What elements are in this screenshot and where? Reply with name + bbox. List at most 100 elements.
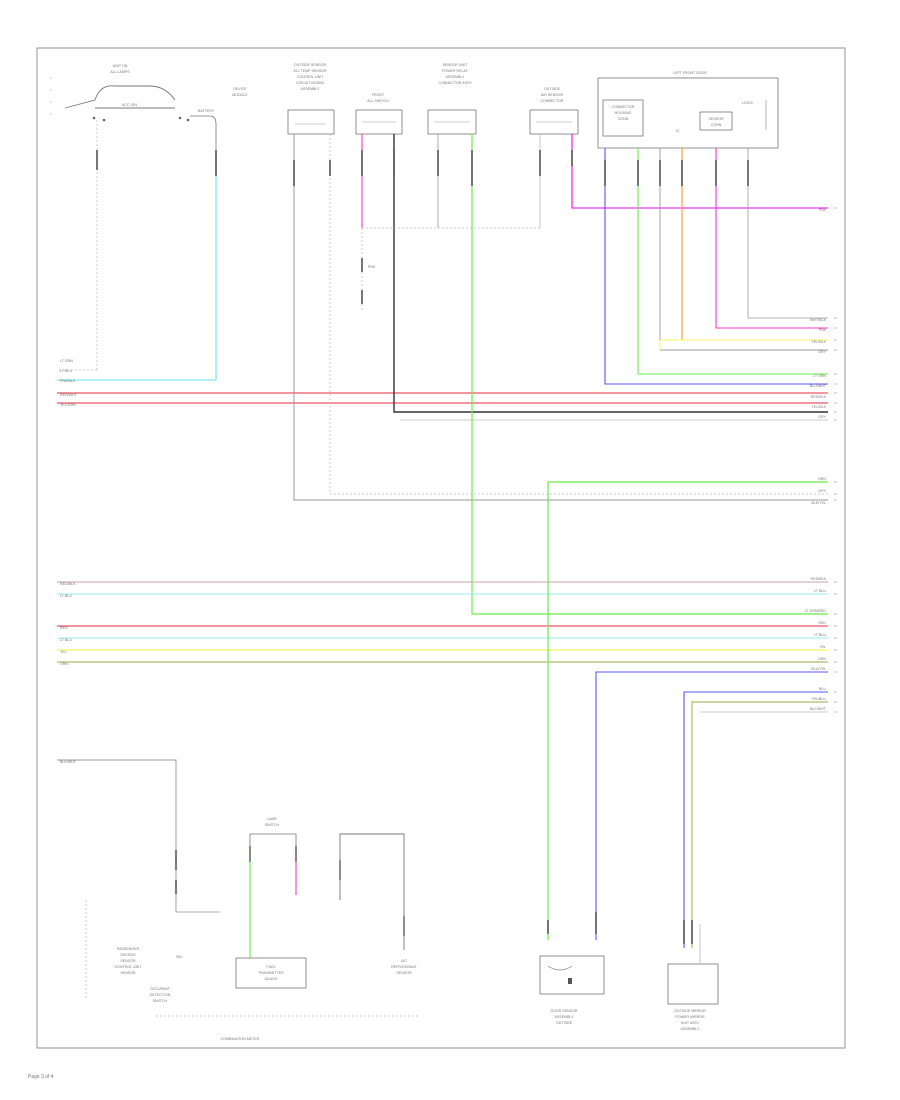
front-switch-module: OUTSIDE SENSOR ALL TEMP SENSOR CONTROL U… bbox=[287, 63, 335, 135]
wire-blue-rear bbox=[683, 691, 828, 948]
lamp-switch-label-2: SWITCH bbox=[265, 823, 280, 827]
wire-label-lr-2: LT BLU bbox=[814, 633, 826, 637]
ignition-switch-text: ACC IGN bbox=[122, 103, 137, 107]
lamp-switch-label-1: LAMP bbox=[267, 817, 277, 821]
rear-mirror-module: OUTSIDE MIRROR POWER MIRROR UNIT ASSY AS… bbox=[667, 924, 719, 1031]
switch-connector-label-2: ALL SWITCH bbox=[367, 99, 389, 103]
wire-label-br-2: BLK/WHT bbox=[810, 707, 827, 711]
wire-label-br-1: YEL/BLU bbox=[811, 697, 826, 701]
ambient-sensor-unit: OUTSIDE AIR SENSOR CONNECTOR bbox=[529, 87, 579, 135]
wire-label-lower-1: LT BLU bbox=[60, 638, 72, 642]
rear-mirror-label-1: OUTSIDE MIRROR bbox=[674, 1009, 706, 1013]
fuel-gauge-meter: FUEL TRANSMITTER GAUGE bbox=[235, 957, 307, 989]
ignition-cyan-wire bbox=[57, 150, 217, 381]
combination-meter-caption: COMBINATION METER bbox=[221, 1037, 260, 1041]
left-wire-labels: LT GRN LT BLU PNK/BLK RED/WHT YEL/GRN RE… bbox=[60, 359, 78, 764]
wire-label-right-top: PNK bbox=[819, 208, 827, 212]
front-switch-label-2: ALL TEMP SENSOR bbox=[293, 69, 327, 73]
passenger-sensor-label-4: CONTROL UNIT bbox=[115, 965, 143, 969]
rear-mirror-label-4: ASSEMBLY bbox=[680, 1027, 700, 1031]
door-control-inner-label-1: CONNECTOR bbox=[611, 105, 634, 109]
wire-blue-control bbox=[604, 148, 828, 385]
wire-label-rb-0: LT GRN bbox=[813, 374, 826, 378]
wire-green-relay bbox=[471, 134, 828, 615]
front-switch-label-3: CONTROL UNIT bbox=[297, 75, 325, 79]
door-sensor-label-2: ASSEMBLY bbox=[554, 1015, 574, 1019]
wire-label-lower-3: GRN bbox=[60, 662, 68, 666]
ignition-switch: UNIT ON ALL LAMPS ACC IGN BATTERY bbox=[50, 64, 217, 150]
wire-label-rb-3: YEL/BLK bbox=[811, 405, 826, 409]
door-sensor-label-3: OUTSIDE bbox=[556, 1021, 573, 1025]
wire-label-left-3: RED/WHT bbox=[60, 393, 78, 397]
passenger-sensor: PASSENGER SEATING SENSOR CONTROL UNIT SE… bbox=[85, 900, 182, 1003]
wire-gray2-control bbox=[747, 148, 828, 319]
wire-label-ra-1: PNK bbox=[819, 328, 827, 332]
wire-label-left-2: PNK/BLK bbox=[60, 379, 76, 383]
switch-connector-label-1: FRONT bbox=[372, 93, 385, 97]
door-control-inner-label-3: CONN bbox=[618, 117, 629, 121]
wire-blue-door bbox=[595, 671, 828, 940]
passenger-sensor-label-5: SENSOR bbox=[120, 971, 136, 975]
wire-label-left-0: LT GRN bbox=[60, 359, 73, 363]
wire-label-ra-3: GRY bbox=[818, 350, 826, 354]
wire-label-rb-4: GRY bbox=[818, 415, 826, 419]
ambient-sensor-label-1: OUTSIDE bbox=[544, 87, 561, 91]
wire-label-lower-2: YEL bbox=[60, 650, 67, 654]
ambient-sensor-label-2: AIR SENSOR bbox=[541, 93, 564, 97]
refrigerant-sensor-label-1: A/C bbox=[401, 959, 407, 963]
rear-mirror-label-2: POWER MIRROR bbox=[675, 1015, 705, 1019]
rear-mirror-box bbox=[667, 963, 719, 1005]
front-switch-label-1: OUTSIDE SENSOR bbox=[294, 63, 327, 67]
door-sensor-box bbox=[539, 955, 605, 995]
wire-green-control bbox=[637, 148, 828, 375]
wire-label-rc-1: GRY bbox=[818, 489, 826, 493]
right-wire-labels: PNK WHT/BLK PNK YEL/BLK GRY LT GRN BLU/W… bbox=[805, 208, 827, 711]
wire-label-ra-0: WHT/BLK bbox=[810, 318, 827, 322]
door-control-side-label: LOGIC bbox=[742, 101, 754, 105]
door-sensor-assembly: DOOR SENSOR ASSEMBLY OUTSIDE bbox=[539, 955, 605, 1025]
relay-unit-label-3: ASSEMBLY bbox=[445, 75, 465, 79]
wire-label-left-1: LT BLU bbox=[60, 369, 72, 373]
rear-mirror-label-3: UNIT ASSY bbox=[681, 1021, 700, 1025]
fuel-gauge-box bbox=[235, 957, 307, 989]
door-sensor-label-1: DOOR SENSOR bbox=[551, 1009, 578, 1013]
wire-black-main bbox=[393, 134, 828, 413]
connector-marks bbox=[96, 150, 749, 944]
wire-label-mr-0: RED/BLK bbox=[811, 577, 827, 581]
wire-gray-loop bbox=[293, 134, 828, 501]
ambient-sensor-label-3: CONNECTOR bbox=[540, 99, 563, 103]
combination-meter-region: COMBINATION METER bbox=[156, 1015, 420, 1041]
front-switch-box bbox=[287, 109, 335, 135]
door-control-sub-label-1: SENSOR bbox=[708, 117, 724, 121]
door-control-sub-label-2: CONN bbox=[711, 123, 722, 127]
fuel-gauge-label-2: TRANSMITTER bbox=[258, 971, 284, 975]
ignition-switch-label-2: ALL LAMPS bbox=[110, 70, 130, 74]
occupant-switch-label-1: OCCUPANT bbox=[150, 987, 171, 991]
device-module-label-1: DEVICE bbox=[233, 87, 247, 91]
wire-label-br-0: BLU bbox=[819, 687, 826, 691]
occupant-switch-label-3: SWITCH bbox=[153, 999, 168, 1003]
relay-unit-label-4: CONNECTOR ASSY bbox=[438, 81, 472, 85]
wire-label-lr-3: YEL bbox=[819, 645, 826, 649]
refrigerant-sensor-label-3: SENSOR bbox=[396, 971, 412, 975]
wire-green-door bbox=[547, 481, 828, 940]
relay-unit-label-1: SENSOR UNIT bbox=[443, 63, 468, 67]
relay-unit: SENSOR UNIT POWER RELAY ASSEMBLY CONNECT… bbox=[427, 63, 477, 135]
door-control-module: LEFT FRONT DOOR CONTROL MODULE CONNECTOR… bbox=[597, 71, 779, 149]
page-number: Page 3 of 4 bbox=[28, 1074, 54, 1080]
wire-label-lower-0: RED bbox=[60, 626, 68, 630]
passenger-sensor-sw-label: SW bbox=[176, 955, 182, 959]
wire-label-mr-1: LT BLU bbox=[814, 589, 826, 593]
wire-label-rc-2: BLK/YEL bbox=[811, 501, 826, 505]
wire-label-lr-0: LT GRN/RED bbox=[805, 609, 827, 613]
device-module: DEVICE MODULE bbox=[232, 87, 248, 97]
right-pin-markers bbox=[834, 207, 837, 713]
front-switch-label-5: ASSEMBLY bbox=[300, 87, 320, 91]
diagram-frame bbox=[36, 47, 846, 1049]
relay-unit-label-2: POWER RELAY bbox=[442, 69, 469, 73]
wire-left-single bbox=[57, 759, 177, 912]
passenger-sensor-label-1: PASSENGER bbox=[117, 947, 140, 951]
refrigerant-sensor: A/C REFRIGERANT SENSOR bbox=[339, 833, 418, 975]
door-control-inner-box bbox=[602, 99, 644, 137]
occupant-switch-label-2: DETECTION bbox=[150, 993, 171, 997]
